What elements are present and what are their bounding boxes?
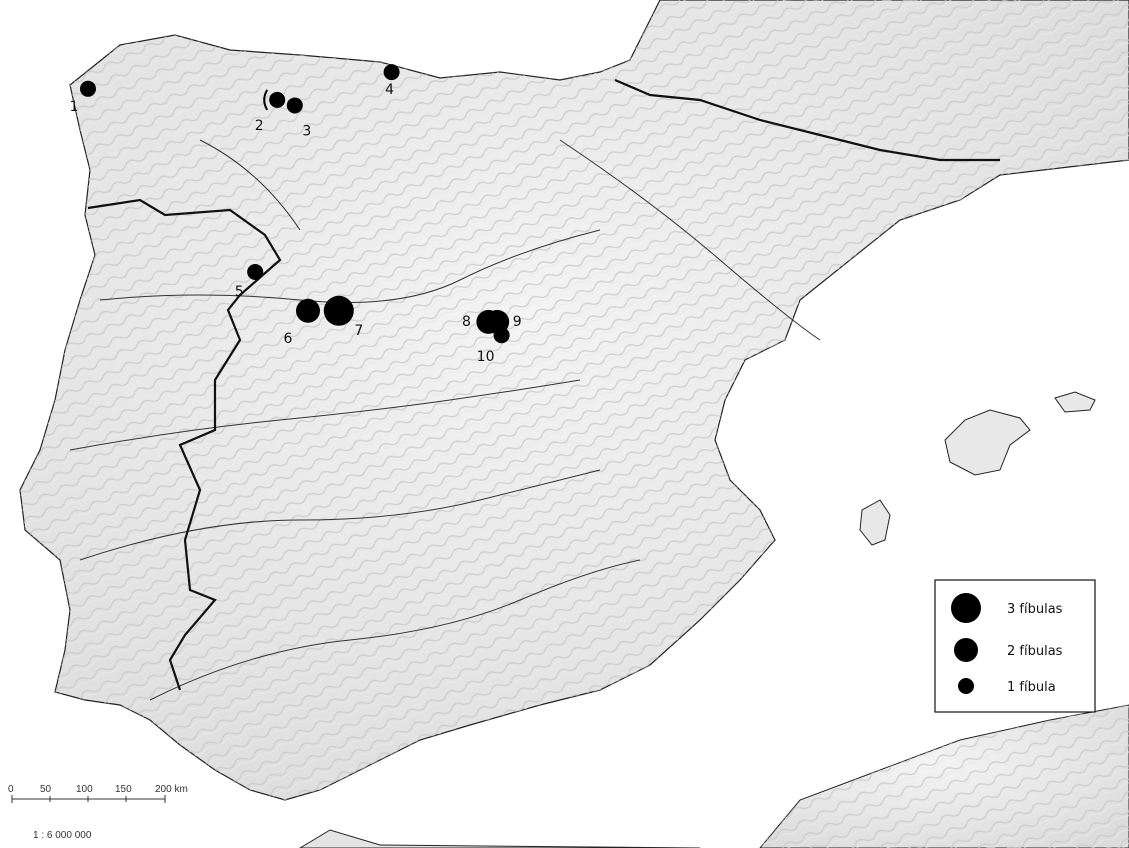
site-marker-6 <box>296 298 320 323</box>
site-marker-10 <box>493 327 510 344</box>
site-marker-1 <box>80 80 96 97</box>
sites-layer: 1 2 3 4 5 6 7 8 9 10 <box>70 64 522 365</box>
site-marker-5 <box>247 263 264 280</box>
site-marker-7 <box>323 295 354 326</box>
site-label-7: 7 <box>354 323 363 339</box>
site-2-bracket <box>263 89 269 111</box>
scale-tick-200: 200 km <box>155 784 188 795</box>
site-label-1: 1 <box>70 99 79 115</box>
scale-tick-100: 100 <box>76 784 93 795</box>
legend-marker-2 <box>954 638 978 662</box>
north-africa <box>299 704 1129 848</box>
france-spain-border <box>614 78 1000 162</box>
rivers <box>69 139 821 701</box>
borders <box>87 78 1000 691</box>
river-tajo <box>69 379 581 451</box>
legend: 3 fíbulas 2 fíbulas 1 fíbula <box>934 579 1096 713</box>
river-ebro <box>559 139 821 341</box>
site-label-6: 6 <box>284 331 293 347</box>
balearic-islands <box>859 391 1096 546</box>
site-label-4: 4 <box>385 82 394 98</box>
portugal-spain-border <box>87 198 282 691</box>
site-label-3: 3 <box>302 123 311 139</box>
river-mino <box>199 139 301 231</box>
site-label-8: 8 <box>462 314 471 330</box>
site-label-5: 5 <box>235 284 244 300</box>
legend-label-3: 3 fíbulas <box>1007 602 1063 617</box>
site-marker-3 <box>286 97 303 114</box>
river-guadalquivir <box>149 559 641 701</box>
legend-items: 3 fíbulas 2 fíbulas 1 fíbula <box>951 593 1063 695</box>
iberian-peninsula <box>19 0 1129 801</box>
site-label-2: 2 <box>255 118 264 134</box>
site-marker-2 <box>269 91 286 108</box>
river-duero <box>99 229 601 303</box>
scale-bar: 0 50 100 150 200 km 1 : 6 000 000 <box>8 784 188 841</box>
site-label-10: 10 <box>477 349 495 365</box>
scale-ratio: 1 : 6 000 000 <box>33 830 92 841</box>
scale-tick-150: 150 <box>115 784 132 795</box>
legend-label-2: 2 fíbulas <box>1007 644 1063 659</box>
site-marker-4 <box>383 64 400 81</box>
legend-label-1: 1 fíbula <box>1007 680 1056 695</box>
legend-marker-1 <box>958 678 974 694</box>
site-label-9: 9 <box>513 314 522 330</box>
legend-marker-3 <box>951 593 981 623</box>
scale-tick-0: 0 <box>8 784 14 795</box>
scale-tick-50: 50 <box>40 784 52 795</box>
river-guadiana <box>79 469 601 561</box>
